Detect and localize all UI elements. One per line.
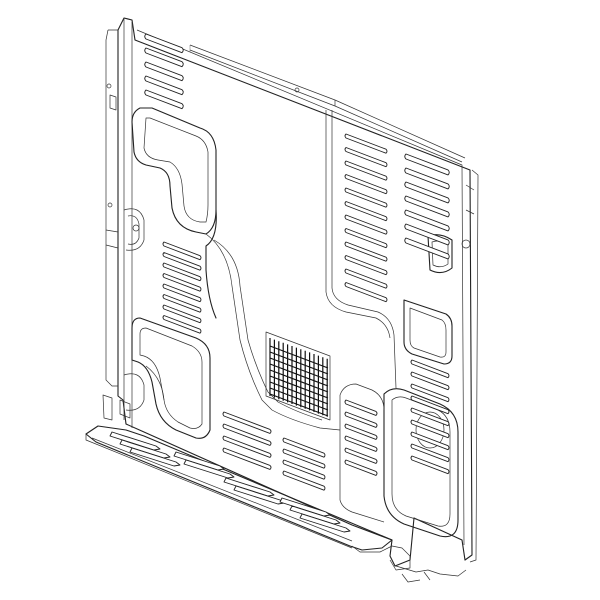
base-flange-slot (299, 513, 351, 533)
base-flange-slot (289, 505, 341, 525)
center-louvers-slot (162, 252, 202, 271)
upper-right-louvers-left-column-slot (344, 187, 388, 208)
center-grille (265, 331, 331, 421)
base-flange-slot (173, 451, 225, 471)
top-left-louvers-slot (144, 61, 184, 82)
upper-right-louvers-left-column-slot (344, 241, 388, 262)
upper-right-louvers-left-column-slot (344, 133, 388, 154)
base-flange-slot (223, 477, 275, 497)
lower-right-louvers-slot (410, 359, 450, 379)
center-louvers-slot (162, 304, 202, 324)
louver-slots (144, 33, 450, 491)
bottom-middle-louvers-slot (282, 470, 326, 491)
bottom-middle-louvers-slot (282, 459, 326, 480)
upper-right-louvers-left-column-slot (344, 255, 388, 276)
top-left-louvers-slot (144, 89, 184, 110)
bottom-center-louvers-slot (344, 399, 378, 416)
upper-right-louvers-left-column-slot (344, 214, 388, 235)
upper-right-louvers-right-column-slot (404, 167, 450, 190)
center-louvers-slot (162, 262, 202, 282)
center-louvers-slot (162, 294, 202, 313)
bottom-left-louvers-slot (222, 411, 272, 434)
base-flange (85, 425, 467, 583)
bottom-middle-louvers-slot (282, 437, 326, 458)
lower-right-louvers-slot (410, 443, 450, 463)
lower-right-louvers-slot (410, 455, 450, 475)
center-louvers-slot (162, 315, 202, 334)
bottom-center-louvers-slot (344, 459, 378, 476)
base-flange-slot (183, 459, 235, 479)
center-louvers-slot (162, 283, 202, 303)
top-left-louvers-slot (144, 33, 184, 54)
base-flange-slot (109, 431, 161, 451)
upper-right-louvers-right-column-slot (404, 153, 450, 176)
lower-right-louvers-slot (410, 419, 450, 439)
bottom-middle-louvers-slot (282, 448, 326, 469)
bottom-center-louvers-slot (344, 435, 378, 452)
upper-right-louvers-right-column-slot (404, 181, 450, 204)
upper-right-louvers-left-column-slot (344, 268, 388, 289)
upper-right-louvers-left-column-slot (344, 147, 388, 168)
upper-right-louvers-left-column-slot (344, 228, 388, 249)
bottom-center-louvers-slot (344, 447, 378, 464)
upper-right-louvers-right-column-slot (404, 223, 450, 246)
base-flange-slot (279, 497, 331, 517)
upper-right-louvers-left-column-slot (344, 174, 388, 195)
center-louvers-slot (162, 241, 202, 261)
base-flange-slot (119, 439, 171, 459)
lower-right-louvers-slot (410, 395, 450, 415)
lower-left-cavity (131, 317, 211, 439)
upper-right-louvers-left-column-slot (344, 160, 388, 181)
center-louvers-slot (162, 273, 202, 292)
top-left-louvers-slot (144, 75, 184, 96)
lower-right-louvers-slot (410, 371, 450, 391)
base-flange-slot (233, 485, 285, 505)
panel-details (106, 83, 471, 419)
left-side-bosses (123, 208, 145, 411)
upper-left-cavity (131, 107, 341, 431)
upper-right-louvers-right-column-slot (404, 209, 450, 232)
base-flange-slot (129, 447, 181, 467)
top-left-louvers-slot (144, 47, 184, 68)
bottom-center-louvers-slot (344, 423, 378, 440)
bottom-left-louvers-slot (222, 423, 272, 446)
base-flange-slots (109, 431, 351, 533)
panel-outline (102, 17, 479, 567)
lower-right-cavity (339, 383, 459, 538)
lower-right-louvers-slot (410, 407, 450, 427)
bottom-center-louvers-slot (344, 411, 378, 428)
upper-right-louvers-right-column-slot (404, 237, 450, 260)
bottom-left-louvers-slot (222, 447, 272, 470)
bottom-left-louvers-slot (222, 435, 272, 458)
upper-right-louvers-left-column-slot (344, 282, 388, 303)
upper-right-louvers-right-column-slot (404, 195, 450, 218)
lower-right-louvers-slot (410, 431, 450, 451)
upper-right-louvers-left-column-slot (344, 201, 388, 222)
lower-right-louvers-slot (410, 383, 450, 403)
